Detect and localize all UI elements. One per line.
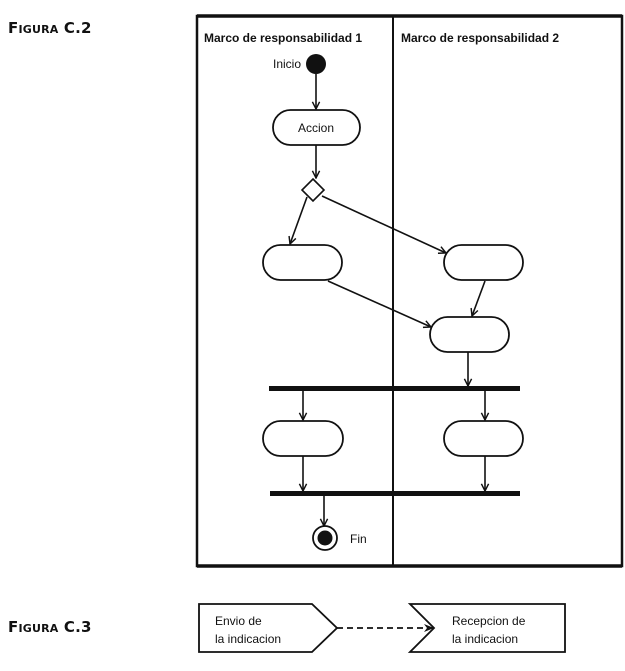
join-bar bbox=[270, 491, 520, 496]
receive-signal-line1: Recepcion de bbox=[452, 614, 526, 628]
action-node-right bbox=[443, 244, 524, 281]
swimlane-frame bbox=[195, 14, 624, 568]
edge-decision-right bbox=[321, 195, 446, 253]
frame-border bbox=[195, 14, 624, 568]
initial-node bbox=[306, 54, 326, 74]
action-node-merge bbox=[429, 316, 510, 353]
figure-c3-label: Figura C.3 bbox=[8, 618, 92, 636]
receive-signal-line2: la indicacion bbox=[452, 632, 518, 646]
edge-decision-left bbox=[290, 196, 308, 244]
action-node-parallel-right bbox=[443, 420, 524, 457]
send-signal-shape bbox=[198, 603, 339, 653]
fork-bar bbox=[269, 386, 520, 391]
action-node-parallel-left bbox=[262, 420, 344, 457]
final-node-label: Fin bbox=[350, 532, 367, 546]
edge-left-merge bbox=[327, 280, 431, 327]
lane-title-1: Marco de responsabilidad 1 bbox=[204, 31, 362, 45]
send-signal-line2: la indicacion bbox=[215, 632, 281, 646]
initial-node-label: Inicio bbox=[273, 57, 301, 71]
figure-c2-label: Figura C.2 bbox=[8, 19, 92, 37]
final-node-dot bbox=[317, 530, 333, 546]
send-signal-line1: Envio de bbox=[215, 614, 262, 628]
edge-right-merge bbox=[472, 280, 486, 316]
action-node-left bbox=[262, 244, 343, 281]
action-node-accion-label: Accion bbox=[298, 121, 334, 135]
lane-title-2: Marco de responsabilidad 2 bbox=[401, 31, 559, 45]
action-node-accion bbox=[272, 109, 361, 146]
decision-node bbox=[300, 177, 326, 203]
receive-signal-shape bbox=[407, 603, 566, 653]
